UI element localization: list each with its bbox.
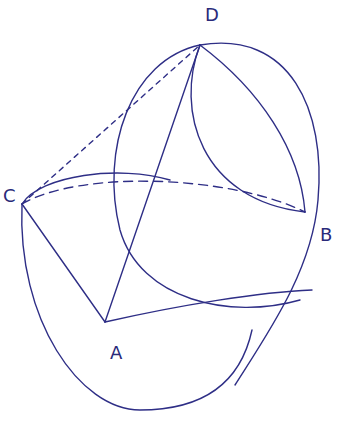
point-label: C [3,187,16,205]
point-label: A [110,344,122,362]
arc-d-right [200,45,305,212]
segment-cd [22,45,200,204]
segment-a-right [105,290,312,322]
point-label: D [205,6,219,24]
big-circle-arc [22,204,252,410]
left-ellipse-arc [114,45,300,307]
arc-db [191,45,305,212]
segment-ac [22,204,105,322]
arc-cb [22,181,305,212]
point-label: B [320,226,332,244]
arc-c-top [22,173,170,204]
right-ellipse-arc [200,43,319,385]
